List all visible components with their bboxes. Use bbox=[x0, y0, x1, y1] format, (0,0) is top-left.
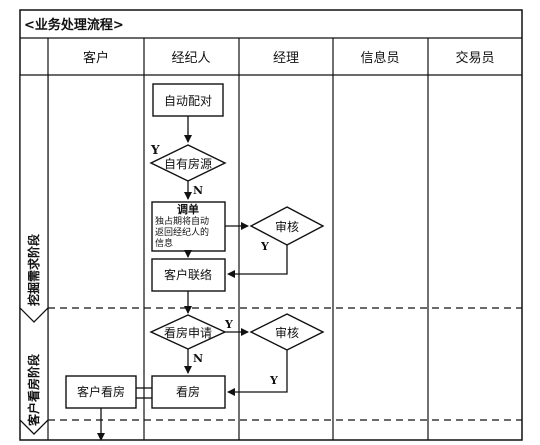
lane-header-manager: 经理 bbox=[273, 51, 299, 66]
node-transfer-note-2: 返回经纪人的 bbox=[155, 226, 209, 238]
label-y4: Y bbox=[269, 374, 278, 387]
label-n2: N bbox=[193, 352, 203, 365]
decision-viewing-request-label: 看房申请 bbox=[164, 325, 212, 340]
node-transfer-title: 调单 bbox=[177, 202, 199, 216]
lane-header-client: 客户 bbox=[83, 50, 109, 66]
label-y3: Y bbox=[224, 318, 233, 331]
lane-header-info-clerk: 信息员 bbox=[360, 50, 399, 66]
node-auto-match bbox=[152, 83, 224, 117]
lane-header-agent: 经纪人 bbox=[171, 51, 210, 66]
decision-review-1-label: 审核 bbox=[275, 219, 299, 234]
decision-review-2-label: 审核 bbox=[275, 325, 299, 340]
node-client-viewing bbox=[65, 375, 137, 409]
diagram-title: <业务处理流程> bbox=[24, 17, 124, 33]
phase-label-1: 挖掘需求阶段 bbox=[26, 233, 41, 306]
phase-label-2: 客户看房阶段 bbox=[26, 353, 41, 427]
node-contact-client bbox=[151, 258, 226, 292]
node-contact-client-label: 客户联络 bbox=[164, 267, 212, 282]
label-y2: Y bbox=[260, 240, 269, 253]
label-n1: N bbox=[193, 184, 203, 197]
node-client-viewing-label: 客户看房 bbox=[77, 384, 125, 399]
node-auto-match-label: 自动配对 bbox=[164, 94, 212, 108]
lane-header-trader: 交易员 bbox=[455, 50, 494, 66]
label-y1: Y bbox=[150, 143, 160, 157]
node-viewing-label: 看房 bbox=[176, 384, 200, 399]
node-transfer-note-3: 信息 bbox=[155, 237, 173, 249]
node-transfer-note-1: 独占期将自动 bbox=[155, 215, 209, 227]
decision-own-listing-label: 自有房源 bbox=[164, 156, 212, 171]
node-viewing bbox=[151, 375, 226, 409]
